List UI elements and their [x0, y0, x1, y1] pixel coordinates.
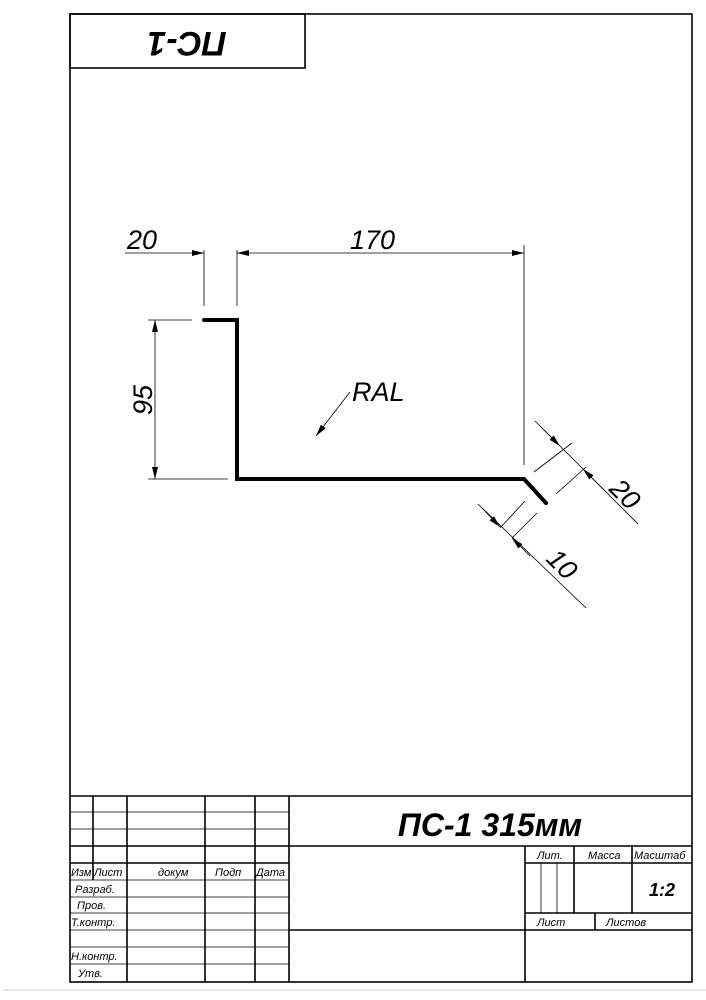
dim-bend-offset: 10: [541, 543, 583, 585]
arrow: [539, 425, 561, 447]
sheets-label: Листов: [605, 917, 646, 929]
dim-flange-top: 20: [126, 225, 157, 255]
title-block: [70, 795, 692, 982]
extension-line: [499, 500, 526, 529]
col-podp: Подп: [215, 867, 241, 879]
arrow: [511, 537, 531, 557]
col-list: Лист: [93, 867, 122, 879]
stamp-code: ПС-1: [147, 24, 226, 62]
dim-width: 170: [350, 225, 395, 255]
dim-bend-length: 20: [603, 472, 646, 515]
extension-line: [533, 442, 573, 473]
role-utv: Утв.: [77, 968, 103, 980]
lit-label: Лит.: [536, 850, 563, 862]
col-data: Дата: [254, 867, 285, 879]
massa-label: Масса: [588, 850, 621, 862]
col-izm: Изм: [71, 867, 92, 879]
dim-height: 95: [128, 384, 158, 415]
leader-line: [315, 391, 351, 437]
drawing-title: ПС-1 315мм: [398, 807, 583, 843]
role-tkontr: Т.контр.: [71, 917, 115, 929]
role-nkontr: Н.контр.: [71, 951, 118, 963]
sheet-label: Лист: [536, 917, 565, 929]
col-dokum: докум: [158, 867, 189, 879]
role-razrab: Разраб.: [75, 884, 115, 896]
masshtab-label: Масштаб: [634, 850, 686, 862]
role-prov: Пров.: [77, 900, 106, 912]
arrow: [582, 468, 606, 492]
stamp-box: [69, 13, 306, 69]
extension-line: [511, 512, 538, 539]
scale-value: 1:2: [649, 880, 675, 900]
drawing-frame: [69, 13, 693, 983]
coating-note: RAL: [352, 377, 405, 407]
extension-line: [555, 466, 587, 495]
arrow: [481, 507, 501, 528]
part-profile: [202, 318, 548, 505]
